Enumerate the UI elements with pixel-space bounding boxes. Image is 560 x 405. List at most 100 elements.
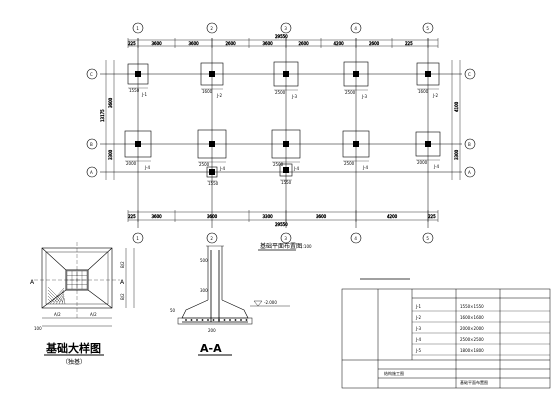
footing-detail-plan (34, 242, 120, 318)
detail-dim-lines (42, 248, 135, 327)
footing-outline (279, 163, 293, 177)
axis-label-col: 5 (426, 236, 429, 241)
axis-bubble-col (206, 22, 218, 34)
axis-label-row: A (90, 170, 93, 175)
column-stub (425, 141, 431, 147)
hatch-line (58, 293, 65, 305)
column-stub (209, 169, 215, 175)
axis-label-row: B (90, 142, 93, 147)
column-stub (209, 71, 215, 77)
reinforcement-hatch (47, 286, 66, 305)
footing-tag: J-1 (141, 92, 147, 97)
footing-tag: J-4 (144, 165, 150, 170)
hatch-line (61, 295, 65, 305)
rebar-dot (240, 319, 242, 321)
axis-bubble-row (86, 166, 98, 178)
rebar-dot (207, 319, 209, 321)
footing-outline (197, 129, 227, 159)
rebar-dot (212, 319, 215, 321)
section-aa (177, 245, 253, 325)
footing-tag: J-3 (361, 94, 367, 99)
right-dim: 3300 (454, 149, 459, 160)
axis-label-row: C (468, 72, 471, 77)
axis-bubble-col (132, 22, 144, 34)
column-stub (425, 71, 431, 77)
footing-dim-label: 2500 (275, 90, 286, 95)
rebar-dot (190, 319, 193, 321)
detail-dim-a2: A/2 (90, 312, 97, 317)
axis-bubble-row (86, 138, 98, 150)
bay-dim-top: 2600 (226, 41, 237, 46)
rebar-dot (234, 319, 237, 321)
bay-dim-bottom: 225 (128, 214, 136, 219)
footing-outline (200, 62, 224, 86)
titleblock-row-value: 1550×1550 (460, 304, 484, 309)
footing-outline (343, 61, 369, 87)
footing-dim-label: 2500 (345, 90, 356, 95)
footing-tag: J-3 (291, 94, 297, 99)
footing-tag: J-4 (219, 166, 225, 171)
axis-grid (100, 38, 462, 228)
bay-dim-bottom: 4200 (387, 214, 398, 219)
rebar-dot (218, 319, 220, 321)
footing-tag: J-2 (216, 93, 222, 98)
footing-dim-label: 2000 (417, 160, 428, 165)
titleblock-row-tag: J-3 (415, 326, 421, 331)
detail-subtitle: （独基） (62, 358, 86, 366)
axis-label-row: C (90, 72, 93, 77)
footing-dim-label: 1550 (129, 88, 140, 93)
titleblock-row-value: 1600×1600 (460, 315, 484, 320)
axis-label-col: 3 (284, 26, 287, 31)
titleblock-row-tag: J-1 (415, 304, 421, 309)
bay-dim-top: 2600 (299, 41, 310, 46)
section-dim-500: 500 (200, 258, 208, 263)
hatch-line (47, 298, 52, 303)
bay-dim-top: 3600 (152, 41, 163, 46)
column-stub (353, 141, 359, 147)
title-block (341, 278, 551, 389)
footing-tag: J-2 (432, 93, 438, 98)
column-stub (283, 167, 289, 173)
axis-label-col: 1 (136, 26, 139, 31)
bay-dim-top: 3600 (263, 41, 274, 46)
rebar-dot (185, 319, 187, 321)
axis-label-row: B (468, 142, 471, 147)
bay-dim-bottom: 3600 (152, 214, 163, 219)
hatch-line (47, 292, 58, 303)
footing-dim-label: 2500 (199, 162, 210, 167)
footing-dim-label: 1550 (208, 181, 219, 186)
titleblock-row-tag: J-2 (415, 315, 421, 320)
bay-dim-top: 3600 (189, 41, 200, 46)
footing-tag: J-4 (293, 166, 299, 171)
plan-scale: 1:100 (300, 244, 312, 249)
axis-bubble-col (280, 232, 292, 244)
column-stub (209, 141, 215, 147)
column-stub (135, 71, 141, 77)
section-dim-50: 50 (170, 308, 176, 313)
titleblock-bottom-label: 基础平面布置图 (460, 379, 488, 385)
axis-bubble-col (132, 232, 144, 244)
titleblock-row-value: 2000×2000 (460, 326, 484, 331)
overall-dim-top: 29550 (275, 34, 288, 39)
axis-label-col: 1 (136, 236, 139, 241)
axis-label-col: 2 (210, 26, 213, 31)
detail-title: 基础大样图 (45, 341, 101, 355)
bay-dim-top: 225 (405, 41, 413, 46)
footing-tag: J-4 (362, 165, 368, 170)
hatch-line (47, 289, 61, 303)
detail-dim-100: 100 (34, 326, 42, 331)
left-dim: 13175 (100, 109, 105, 122)
detail-dim-b2: B/2 (120, 293, 125, 300)
section-dim-200: 200 (208, 328, 216, 333)
left-dim: 3300 (108, 149, 113, 160)
titleblock-row-value: 1800×1800 (460, 348, 484, 353)
column-stub (283, 71, 289, 77)
rebar-dot (201, 319, 204, 321)
left-dim: 3600 (108, 97, 113, 108)
hatch-line (47, 295, 55, 303)
column-stub (283, 141, 289, 147)
axis-label-col: 2 (210, 236, 213, 241)
section-mark-left: A (30, 279, 35, 286)
